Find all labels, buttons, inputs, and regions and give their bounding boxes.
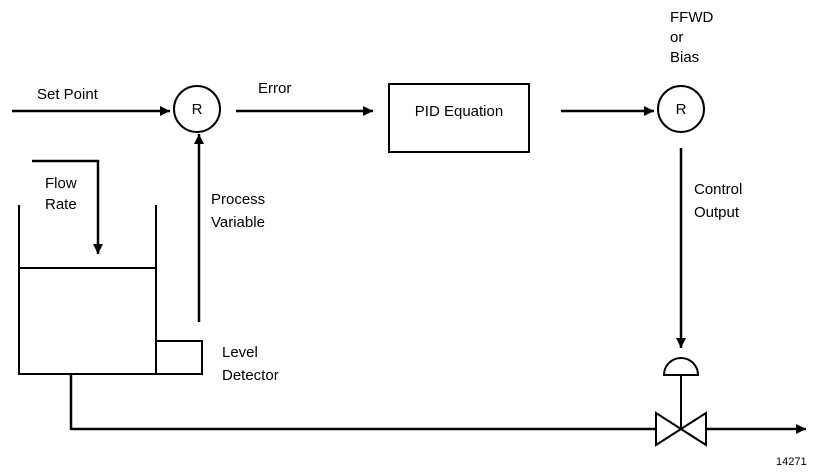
flow-rate-arrow [32,159,103,254]
summing-junction-1-label: R [192,101,203,118]
ffwd-label-line2: or [670,29,684,46]
process-variable-label-line1: Process [211,191,266,208]
level-detector-label-line1: Level [222,344,258,361]
summing-junction-1 [173,85,221,133]
flow-rate-label-line1: Flow [45,175,77,192]
figure-number: 14271 [776,456,807,468]
summing-junction-2-label: R [676,101,687,118]
summing-junction-2 [657,85,705,133]
control-valve [655,411,707,447]
control-output-label-line2: Output [694,204,740,221]
pid-equation-label: PID Equation [415,103,503,120]
level-detector [155,340,203,375]
pid-equation-block [388,83,530,153]
process-variable-label-line2: Variable [211,214,265,231]
level-detector-label-line2: Detector [222,367,279,384]
valve-actuator [662,357,700,376]
error-label: Error [258,80,292,97]
tank-body [18,267,157,375]
ffwd-label-line3: Bias [670,49,700,66]
ffwd-label-line1: FFWD [670,9,714,26]
flow-rate-label-line2: Rate [45,196,77,213]
set-point-label: Set Point [37,86,98,103]
control-output-label-line1: Control [694,181,743,198]
